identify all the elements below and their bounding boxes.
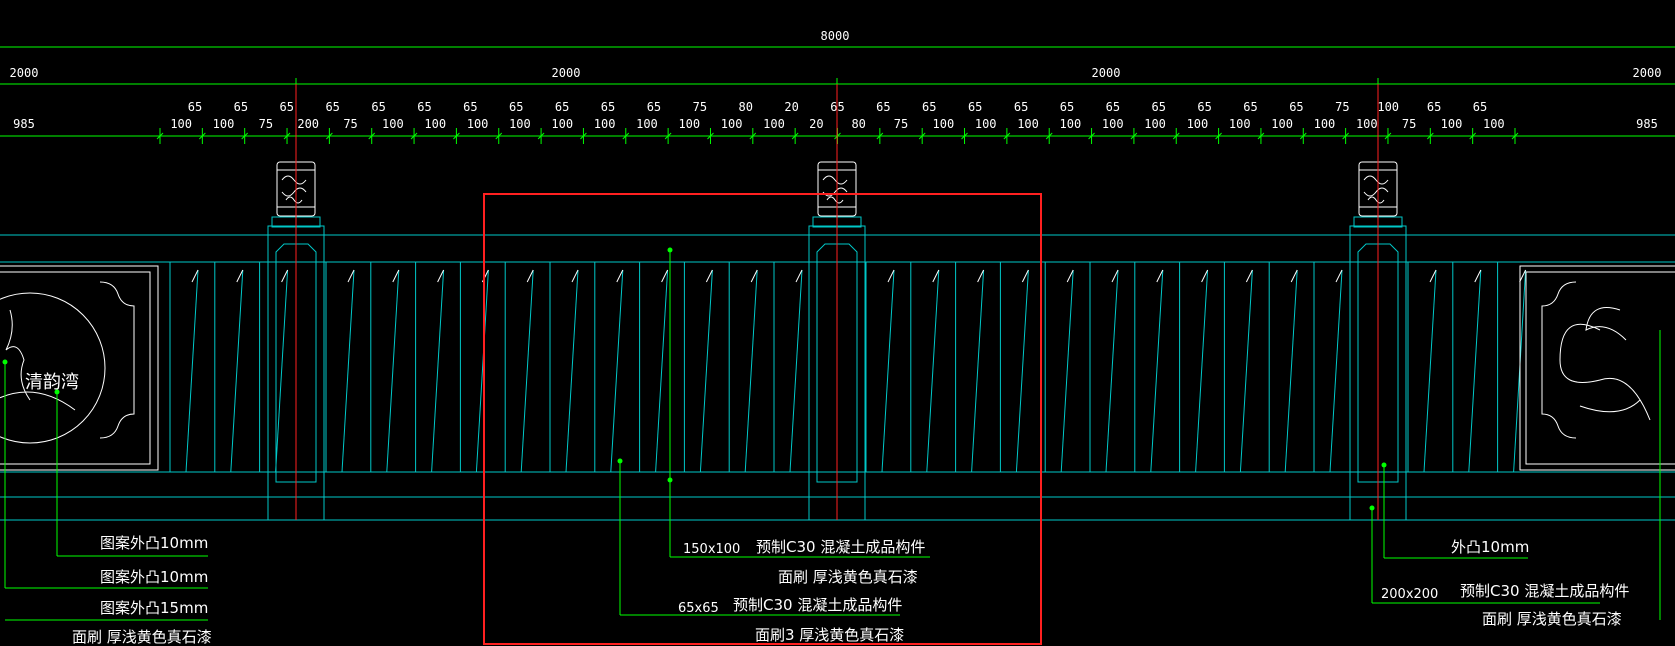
detail-dim-lower: 75 (259, 117, 273, 131)
detail-dim-upper: 65 (1152, 100, 1166, 114)
detail-dim-upper: 65 (1243, 100, 1257, 114)
annotation-left-1: 图案外凸10mm (100, 534, 208, 552)
detail-dim-upper: 65 (601, 100, 615, 114)
detail-dim-lower: 100 (467, 117, 489, 131)
detail-dim-lower: 100 (1356, 117, 1378, 131)
annotation-right-1: 外凸10mm (1451, 538, 1529, 556)
detail-dim-upper: 20 (784, 100, 798, 114)
right-end-dimension: 985 (1636, 117, 1658, 131)
overall-dimension-value: 8000 (821, 29, 850, 43)
detail-dim-upper: 80 (738, 100, 752, 114)
detail-dim-lower: 20 (809, 117, 823, 131)
posts (267, 84, 1407, 521)
detail-dim-lower: 100 (1314, 117, 1336, 131)
detail-dim-upper: 65 (371, 100, 385, 114)
detail-dim-upper: 65 (1106, 100, 1120, 114)
detail-dim-upper: 65 (1014, 100, 1028, 114)
detail-dim-upper: 65 (234, 100, 248, 114)
leader-lines (4, 250, 1661, 621)
detail-dim-upper: 65 (417, 100, 431, 114)
detail-dim-lower: 200 (297, 117, 319, 131)
annotations: 图案外凸10mm 图案外凸10mm 图案外凸15mm 面刷 厚浅黄色真石漆 15… (72, 534, 1629, 646)
detail-dim-upper: 65 (280, 100, 294, 114)
detail-dim-upper: 65 (463, 100, 477, 114)
detail-dim-lower: 100 (1017, 117, 1039, 131)
annotation-left-4: 面刷 厚浅黄色真石漆 (72, 628, 212, 646)
balusters (169, 262, 1527, 473)
leader-dots (2, 247, 1387, 511)
detail-dim-upper: 65 (876, 100, 890, 114)
detail-dim-lower: 100 (1483, 117, 1505, 131)
detail-dim-lower: 100 (763, 117, 785, 131)
detail-dim-lower: 100 (170, 117, 192, 131)
detail-dim-upper: 65 (1197, 100, 1211, 114)
detail-dim-lower: 100 (1187, 117, 1209, 131)
segment-dim-1: 2000 (10, 66, 39, 80)
detail-dim-lower: 75 (343, 117, 357, 131)
segment-dim-2: 2000 (552, 66, 581, 80)
detail-dim-lower: 100 (1441, 117, 1463, 131)
detail-dim-lower: 100 (721, 117, 743, 131)
annotation-center-1-size: 150x100 (683, 542, 740, 557)
annotation-right-2-size: 200x200 (1381, 587, 1438, 602)
annotation-center-1-finish: 面刷 厚浅黄色真石漆 (778, 568, 918, 586)
right-decorative-panel (1519, 265, 1675, 471)
detail-dim-upper: 100 (1377, 100, 1399, 114)
detail-dim-upper: 65 (647, 100, 661, 114)
detail-dim-lower: 100 (1102, 117, 1124, 131)
segment-dim-4: 2000 (1633, 66, 1662, 80)
detail-dim-lower: 75 (894, 117, 908, 131)
detail-dim-lower: 100 (678, 117, 700, 131)
annotation-right-2-spec: 预制C30 混凝土成品构件 (1460, 582, 1629, 600)
detail-dim-lower: 100 (213, 117, 235, 131)
detail-dim-upper: 65 (968, 100, 982, 114)
detail-dim-upper: 65 (555, 100, 569, 114)
annotation-center-2-size: 65x65 (678, 601, 719, 616)
segment-dimensions: 2000 2000 2000 2000 (0, 66, 1675, 90)
detail-dim-upper: 65 (1427, 100, 1441, 114)
annotation-right-2-finish: 面刷 厚浅黄色真石漆 (1482, 610, 1622, 628)
left-panel-logo-text: 清韵湾 (25, 372, 79, 393)
highlight-box (483, 193, 1042, 645)
detail-dim-upper: 65 (509, 100, 523, 114)
segment-dim-3: 2000 (1092, 66, 1121, 80)
post-2 (808, 84, 866, 521)
detail-dim-upper: 65 (1289, 100, 1303, 114)
detail-dim-lower: 100 (509, 117, 531, 131)
detail-dim-upper: 65 (922, 100, 936, 114)
detail-dim-lower: 75 (1402, 117, 1416, 131)
annotation-center-1-spec: 预制C30 混凝土成品构件 (756, 538, 925, 556)
annotation-center-2-finish: 面刷3 厚浅黄色真石漆 (755, 626, 904, 644)
detail-dim-lower: 100 (551, 117, 573, 131)
detail-dim-upper: 65 (325, 100, 339, 114)
post-1 (267, 84, 325, 521)
detail-dim-lower: 100 (382, 117, 404, 131)
detail-dim-lower: 100 (1144, 117, 1166, 131)
overall-dimension: 8000 (0, 29, 1675, 48)
detail-dim-lower: 100 (594, 117, 616, 131)
detail-dim-upper: 75 (1335, 100, 1349, 114)
left-end-dimension: 985 (13, 117, 35, 131)
detail-dim-upper: 75 (693, 100, 707, 114)
detail-dim-lower: 100 (1229, 117, 1251, 131)
detail-dim-lower: 100 (424, 117, 446, 131)
detail-dim-upper: 65 (188, 100, 202, 114)
left-decorative-panel: 清韵湾 (0, 265, 159, 471)
detail-dim-lower: 100 (975, 117, 997, 131)
post-3 (1349, 84, 1407, 521)
detail-dim-lower: 100 (1271, 117, 1293, 131)
detail-dim-lower: 100 (933, 117, 955, 131)
detail-dim-upper: 65 (1473, 100, 1487, 114)
annotation-center-2-spec: 预制C30 混凝土成品构件 (733, 596, 902, 614)
detail-dim-lower: 100 (636, 117, 658, 131)
detail-dim-lower: 80 (851, 117, 865, 131)
annotation-left-3: 图案外凸15mm (100, 599, 208, 617)
detail-dim-lower: 100 (1060, 117, 1082, 131)
detail-dim-upper: 65 (1060, 100, 1074, 114)
annotation-left-2: 图案外凸10mm (100, 568, 208, 586)
